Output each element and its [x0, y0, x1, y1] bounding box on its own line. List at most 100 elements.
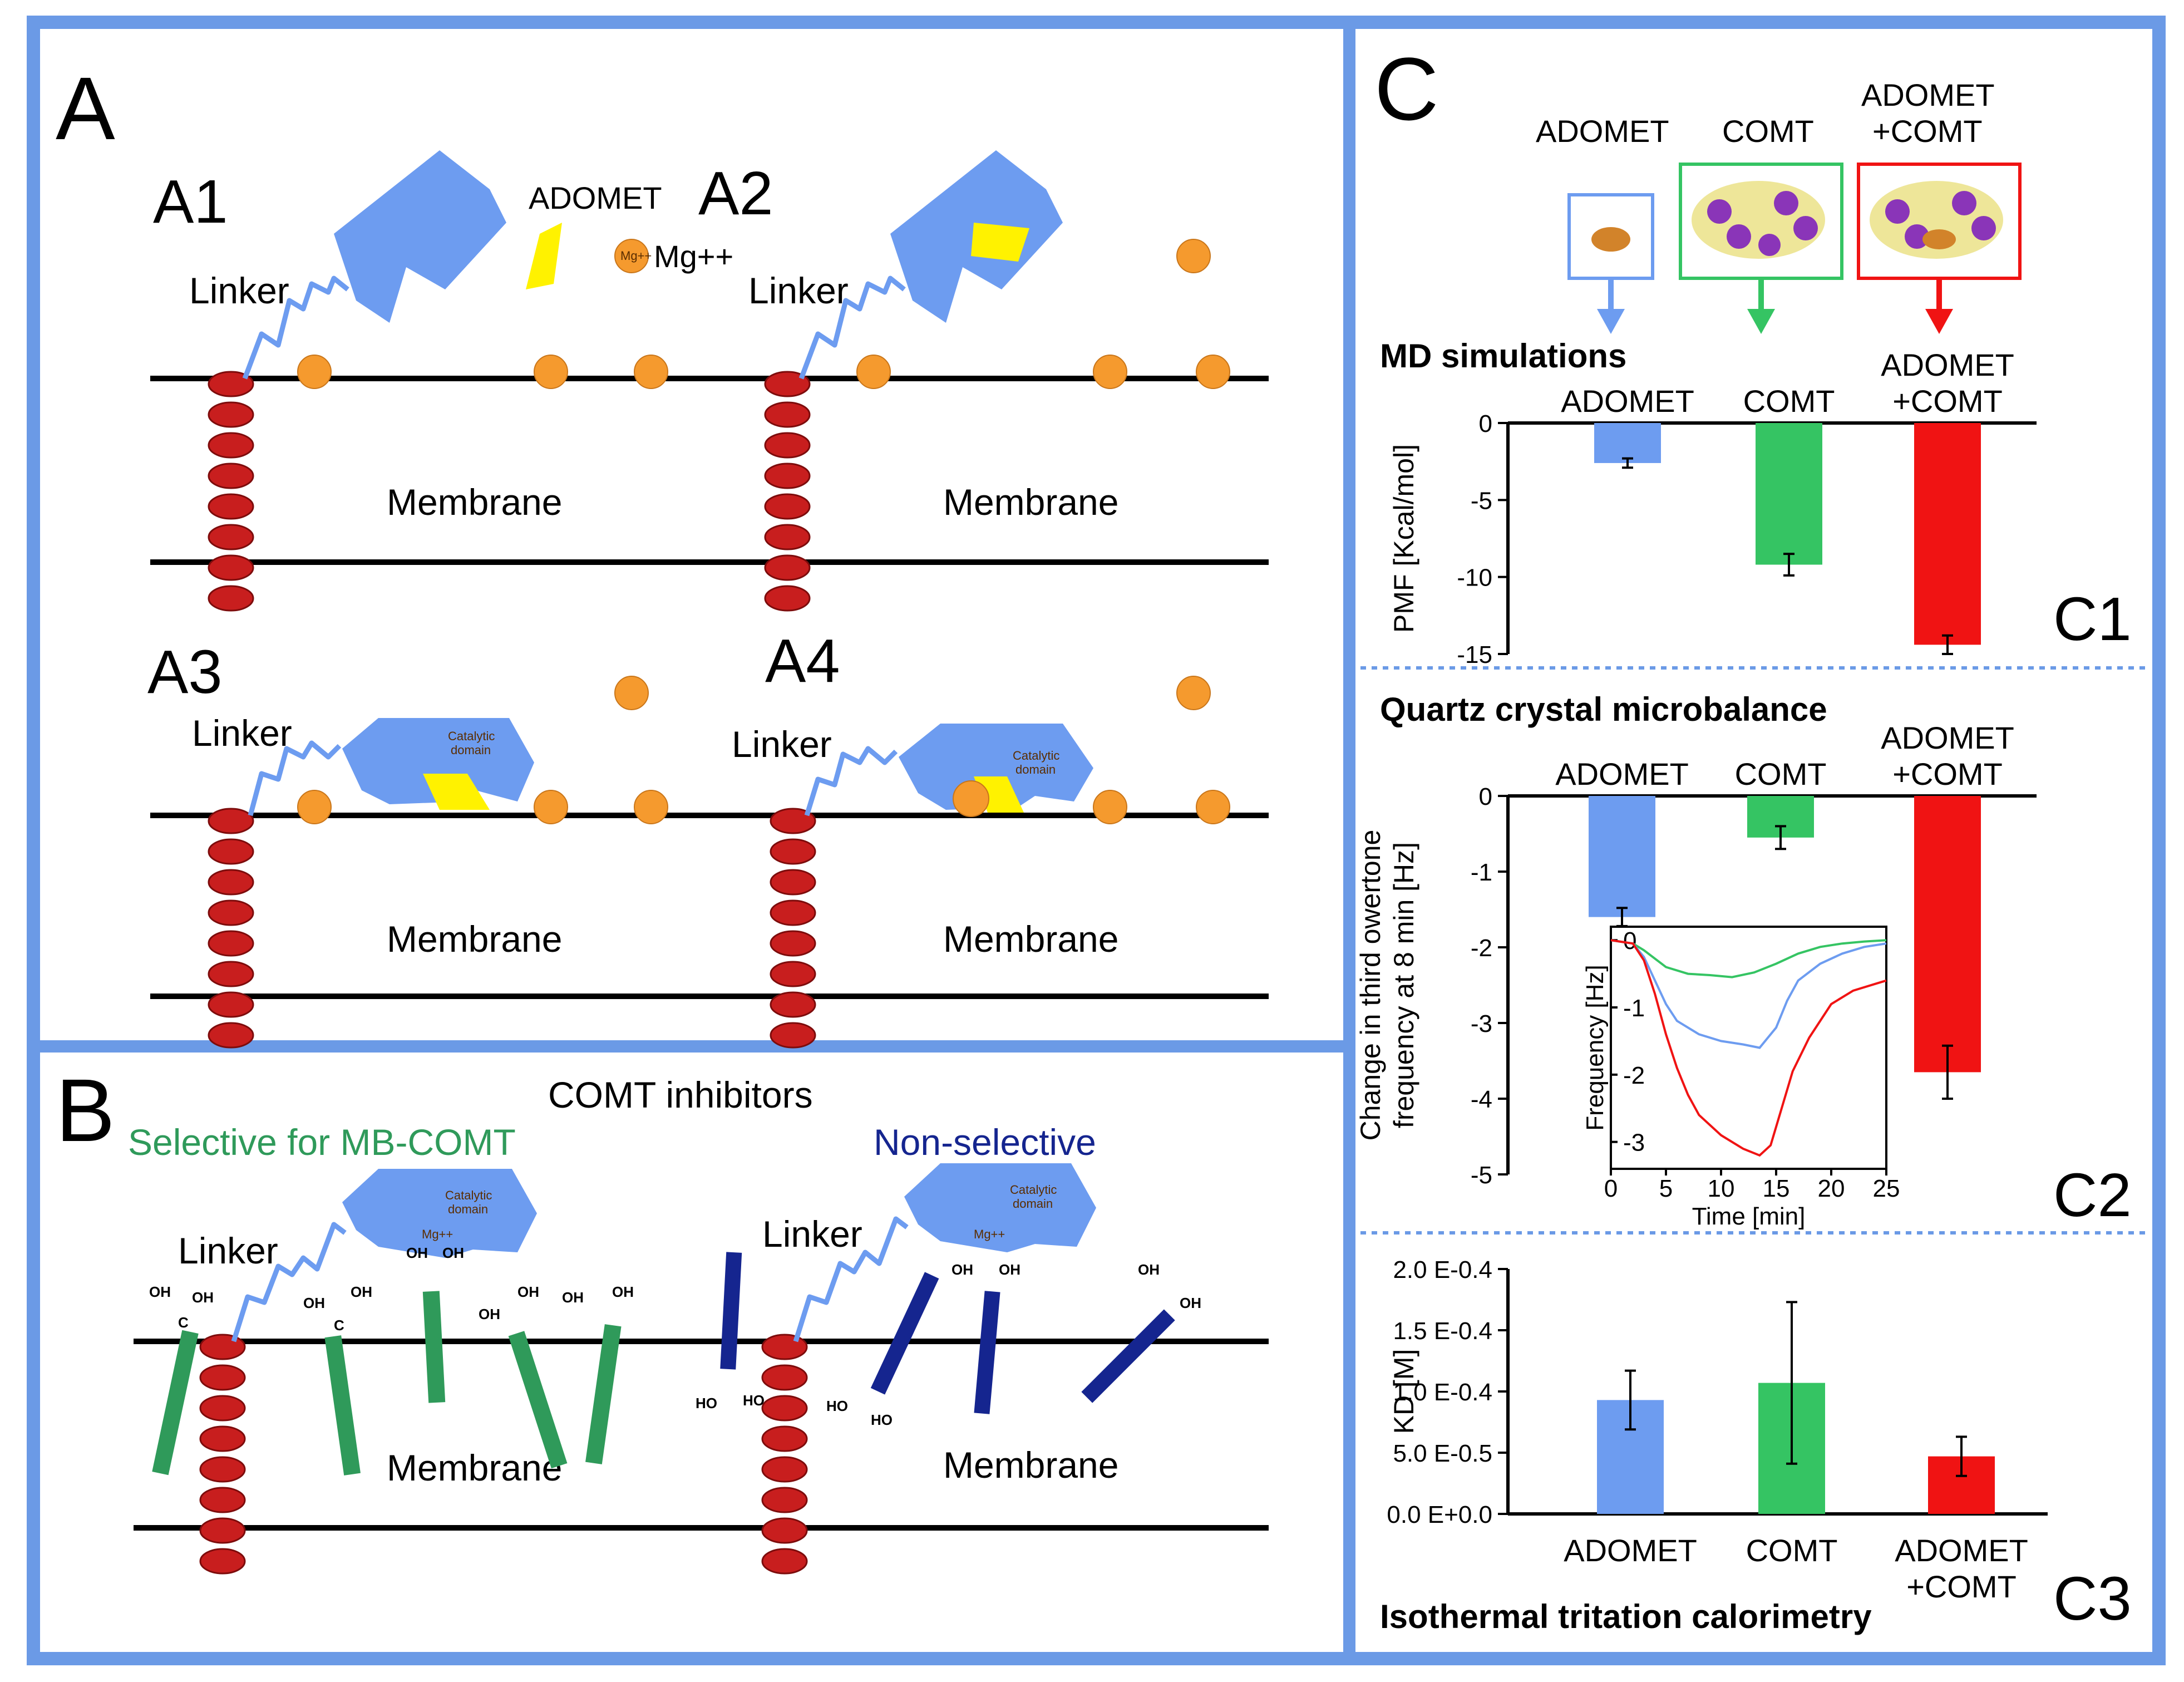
C3-cat-label2-2: +COMT [1906, 1569, 2017, 1604]
b-membrane-label-left: Membrane [387, 1447, 562, 1488]
C3-cat-label-1: COMT [1746, 1533, 1838, 1568]
a1-adomet-label: ADOMET [529, 180, 662, 215]
b-oh-2: OH [192, 1289, 214, 1306]
C3-ytick-label: 1.5 E-0.4 [1393, 1317, 1492, 1345]
a3-linker-label: Linker [192, 712, 292, 754]
a3-helix [208, 808, 254, 1049]
C3-title: Isothermal tritation calorimetry [1380, 1598, 1872, 1635]
a3-label: A3 [147, 638, 223, 706]
a2-helix [764, 371, 811, 612]
b-oh-4: OH [351, 1283, 372, 1300]
C2-ytick-label: -5 [1471, 1162, 1492, 1189]
C1-corner-label: C1 [2053, 585, 2132, 653]
panel-b-title: COMT inhibitors [548, 1074, 813, 1115]
a1-adomet [526, 223, 562, 289]
b-oh-13: OH [1138, 1261, 1160, 1278]
C2-ytick-label: -1 [1471, 859, 1492, 886]
a1-label: A1 [153, 168, 228, 236]
b-c-2: C [334, 1317, 344, 1334]
b-c-1: C [178, 1314, 189, 1331]
b-oh-3: OH [303, 1295, 325, 1311]
C2-cat-label-1: COMT [1735, 756, 1827, 791]
b-oh-5: OH [406, 1245, 428, 1261]
a4-mg-2 [1093, 790, 1127, 824]
b-inhibitor-3 [422, 1291, 446, 1403]
a3-mg-floating [614, 676, 649, 710]
C2-cat-label-0: ADOMET [1555, 756, 1689, 791]
b-inhibitor-4 [508, 1331, 568, 1469]
c-top-label-comt: COMT [1722, 114, 1814, 149]
a4-catalytic-domain [899, 724, 1093, 810]
C2-ylabel-2: frequency at 8 min [Hz] [1388, 842, 1419, 1128]
c2-inset-series-2 [1610, 939, 1887, 1157]
a2-label: A2 [698, 159, 773, 228]
b-oh-11: OH [952, 1261, 973, 1278]
a4-membrane-label: Membrane [943, 918, 1118, 960]
C1-cat-label-2: ADOMET [1881, 347, 2014, 382]
panel-c-letter: C [1374, 39, 1439, 139]
C1-ylabel: PMF [Kcal/mol] [1388, 444, 1419, 633]
C1-cat-label-0: ADOMET [1561, 383, 1694, 419]
b-ho-4: HO [871, 1411, 893, 1428]
c2-inset-ylabel: Frequency [Hz] [1581, 965, 1609, 1130]
a1-mg-label: Mg++ [654, 239, 733, 274]
b-ho-1: HO [696, 1395, 717, 1411]
C1-ytick-label: 0 [1479, 410, 1492, 437]
outer-frame [27, 16, 2166, 1665]
b-left-linker-label: Linker [178, 1230, 278, 1271]
b-membrane-label-right: Membrane [943, 1444, 1118, 1486]
a2-mg-1 [856, 355, 891, 389]
b-ho-3: HO [826, 1398, 848, 1414]
c2-inset-ytick-label: -3 [1623, 1129, 1645, 1157]
C2-ytick-label: -4 [1471, 1086, 1492, 1113]
a4-catalytic-label-2: domain [1015, 763, 1056, 776]
a1-mg-3 [634, 355, 668, 389]
c2-inset-ytick-label: 0 [1623, 927, 1636, 955]
b-inhibitor-1 [152, 1330, 199, 1476]
a1-membrane-label: Membrane [387, 481, 562, 523]
b-right-linker-label: Linker [762, 1213, 862, 1255]
chart-c2: Quartz crystal microbalanceC20-1-2-3-4-5… [1355, 691, 2132, 1230]
C1-ytick-label: -10 [1457, 564, 1492, 592]
b-left-mg-label: Mg++ [422, 1227, 453, 1241]
a1-mg-floating [614, 239, 649, 273]
c2-inset-xtick-label: 5 [1659, 1175, 1673, 1202]
c2-inset-ytick-label: -2 [1623, 1062, 1645, 1089]
b-right-catalytic-label-2: domain [1013, 1197, 1053, 1211]
a4-mg-3 [1196, 790, 1230, 824]
b-oh-1: OH [149, 1283, 171, 1300]
panel-a-letter: A [56, 58, 115, 158]
c-comt-structure [1692, 181, 1825, 259]
a4-catalytic-label-1: Catalytic [1013, 749, 1059, 763]
C1-bar-2 [1914, 423, 1981, 645]
C2-ytick-label: -3 [1471, 1010, 1492, 1037]
b-left-catalytic-label-2: domain [448, 1202, 488, 1216]
C1-ytick-label: -5 [1471, 487, 1492, 514]
C2-ylabel-1: Change in third owertone [1355, 830, 1386, 1141]
C3-ytick-label: 1.0 E-0.4 [1393, 1379, 1492, 1406]
a2-linker-label: Linker [748, 270, 849, 311]
c2-inset-ytick-label: -1 [1623, 995, 1645, 1022]
C3-ytick-label: 5.0 E-0.5 [1393, 1440, 1492, 1467]
C1-cat-label2-2: +COMT [1892, 383, 2003, 419]
C3-ytick-label: 0.0 E+0.0 [1387, 1501, 1492, 1528]
b-inhibitor-5 [585, 1324, 622, 1464]
b-right-catalytic-domain [904, 1163, 1096, 1252]
C3-cat-label-2: ADOMET [1895, 1533, 2028, 1568]
a3-mg-2 [534, 790, 568, 824]
c2-inset-xtick-label: 0 [1604, 1175, 1618, 1202]
c-arrow-comt [1747, 278, 1775, 334]
C2-corner-label: C2 [2053, 1161, 2132, 1229]
b-oh-9: OH [562, 1289, 584, 1306]
nonselective-label: Non-selective [874, 1122, 1096, 1163]
a2-mg-2 [1093, 355, 1127, 389]
selective-label: Selective for MB-COMT [128, 1122, 516, 1163]
a4-mg-bound [953, 780, 989, 817]
C3-ytick-label: 2.0 E-0.4 [1393, 1256, 1492, 1283]
C2-bar-0 [1589, 796, 1655, 917]
C1-bar-0 [1594, 423, 1661, 463]
c2-inset-xtick-label: 20 [1818, 1175, 1845, 1202]
panel-a1: A1 Linker ADOMET Mg++ Mg++ Membrane [150, 150, 733, 612]
